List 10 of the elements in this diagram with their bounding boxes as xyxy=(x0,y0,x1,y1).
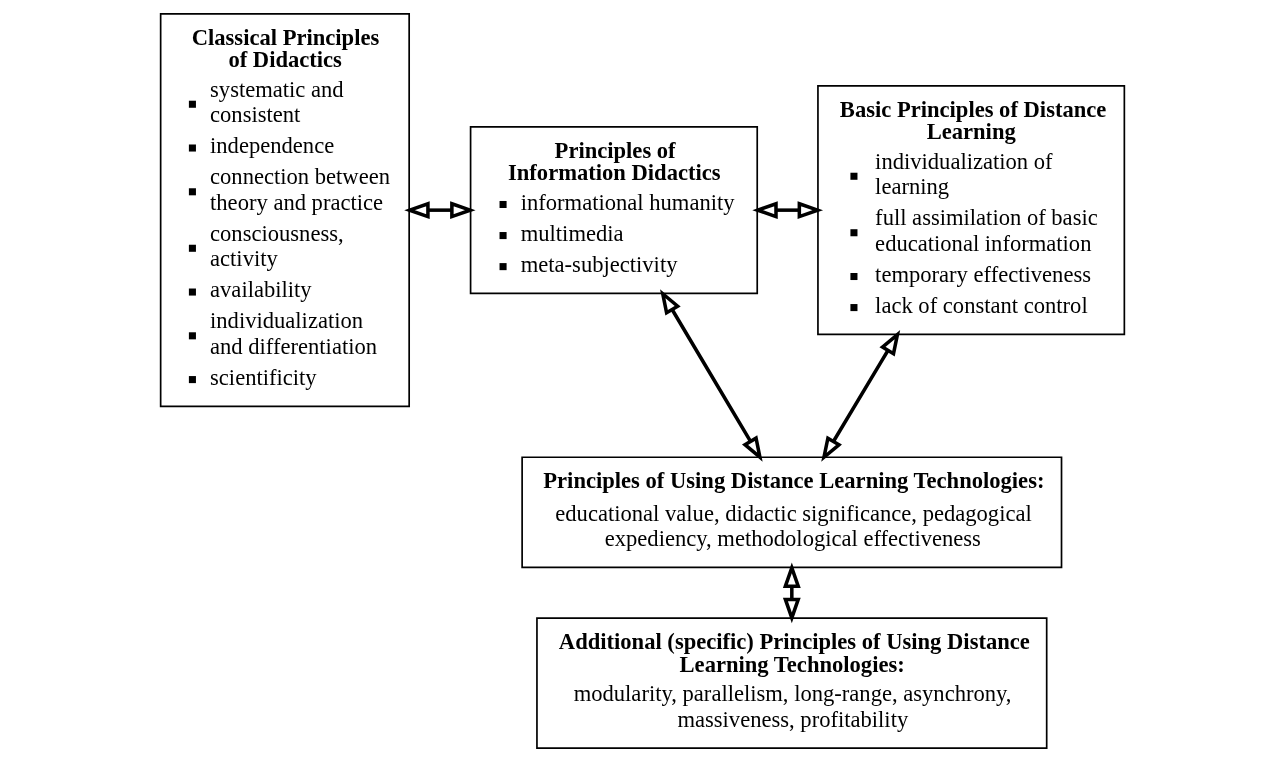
arrow xyxy=(404,201,476,220)
node-box: Additional (specific) Principles of Using Distance Learning Technologies: modularity, parallelism, long-range, asynchrony, massiveness, profitability xyxy=(536,617,1048,749)
node-box: Principles of Using Distance Learning Technologies: educational value, didactic significance, pedagogical expediency, methodological effectiveness xyxy=(521,456,1063,569)
arrow xyxy=(660,289,763,462)
arrow xyxy=(821,330,901,462)
node-box: Basic Principles of Distance Learning individualization of learning full assimilation of basic educational information temporary effectiveness lack of constant control xyxy=(817,85,1126,336)
arrow xyxy=(782,562,801,624)
node-box: Principles of Information Didactics informational humanity multimedia meta-subjectivity xyxy=(469,126,759,295)
arrow xyxy=(752,201,824,220)
node-box: Classical Principles of Didactics systematic and consistent independence connection between theory and practice consciousness, activity availability individualization and differentiation scientificity xyxy=(159,13,410,408)
